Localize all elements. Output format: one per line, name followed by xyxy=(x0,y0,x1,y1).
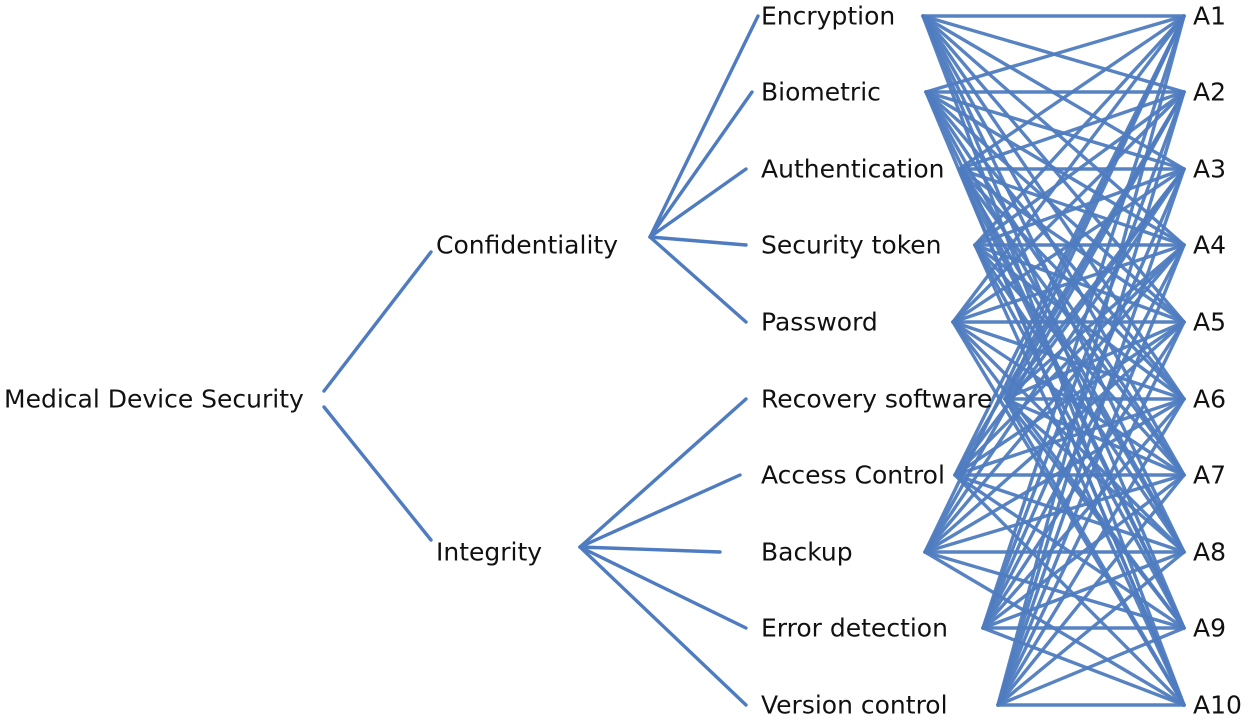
edge-version-control-a6 xyxy=(996,397,1186,707)
alternative-label-a8: A8 xyxy=(1193,538,1226,567)
edge-error-detection-a3 xyxy=(981,167,1186,630)
criterion-label-error-detection: Error detection xyxy=(761,614,948,643)
alternative-label-a6: A6 xyxy=(1193,385,1226,414)
edge-authentication-a2 xyxy=(957,90,1186,171)
edge-integrity-access-control xyxy=(578,473,742,549)
edge-layer xyxy=(322,14,1186,707)
criterion-label-biometric: Biometric xyxy=(761,78,881,107)
alternative-label-a10: A10 xyxy=(1193,691,1242,720)
criterion-label-recovery-software: Recovery software xyxy=(761,385,992,414)
alternative-label-a4: A4 xyxy=(1193,231,1226,260)
alternative-label-a3: A3 xyxy=(1193,155,1226,184)
edge-error-detection-a6 xyxy=(981,397,1186,630)
edge-access-control-a8 xyxy=(953,473,1186,554)
edge-version-control-a3 xyxy=(996,167,1186,707)
edge-recovery-software-a4 xyxy=(1003,243,1186,401)
edge-confidentiality-security-token xyxy=(648,235,748,247)
edge-biometric-a1 xyxy=(924,14,1186,94)
alternative-label-a5: A5 xyxy=(1193,308,1226,337)
edge-confidentiality-encryption xyxy=(648,14,760,239)
edge-error-detection-a5 xyxy=(981,320,1186,630)
alternative-label-a2: A2 xyxy=(1193,78,1226,107)
criterion-label-version-control: Version control xyxy=(761,691,948,720)
edge-version-control-a9 xyxy=(996,626,1186,707)
edge-biometric-a3 xyxy=(924,90,1186,171)
alternative-label-a9: A9 xyxy=(1193,614,1226,643)
criterion-label-access-control: Access Control xyxy=(761,461,945,490)
edge-root-confidentiality xyxy=(322,250,433,393)
alternative-label-a1: A1 xyxy=(1193,2,1226,31)
edge-error-detection-a8 xyxy=(981,550,1186,630)
edge-version-control-a5 xyxy=(996,320,1186,707)
edge-version-control-a7 xyxy=(996,473,1186,707)
edge-recovery-software-a7 xyxy=(1003,397,1186,477)
edge-integrity-recovery-software xyxy=(578,397,748,549)
edge-version-control-a4 xyxy=(996,243,1186,707)
edge-error-detection-a7 xyxy=(981,473,1186,630)
edge-error-detection-a2 xyxy=(981,90,1186,630)
category-label-integrity: Integrity xyxy=(436,538,542,567)
edge-error-detection-a4 xyxy=(981,243,1186,630)
edge-authentication-a1 xyxy=(957,14,1186,171)
edge-password-a1 xyxy=(951,14,1186,324)
label-layer: Medical Device Security Confidentiality … xyxy=(4,2,1242,720)
edge-version-control-a8 xyxy=(996,550,1186,707)
criterion-label-password: Password xyxy=(761,308,878,337)
edge-recovery-software-a9 xyxy=(1003,397,1186,630)
edge-error-detection-a1 xyxy=(981,14,1186,630)
edge-authentication-a4 xyxy=(957,167,1186,247)
edge-backup-a1 xyxy=(923,14,1186,554)
edge-backup-a6 xyxy=(923,397,1186,554)
category-label-confidentiality: Confidentiality xyxy=(436,231,618,260)
edge-root-integrity xyxy=(322,405,433,542)
edge-recovery-software-a5 xyxy=(1003,320,1186,401)
edge-security-token-a1 xyxy=(973,14,1186,247)
edge-integrity-error-detection xyxy=(578,545,748,630)
root-label: Medical Device Security xyxy=(4,385,304,414)
criterion-label-encryption: Encryption xyxy=(761,2,895,31)
edge-backup-a2 xyxy=(923,90,1186,554)
edge-confidentiality-biometric xyxy=(648,90,754,239)
alternative-label-a7: A7 xyxy=(1193,461,1226,490)
edge-version-control-a2 xyxy=(996,90,1186,707)
criterion-label-authentication: Authentication xyxy=(761,155,945,184)
edge-version-control-a1 xyxy=(996,14,1186,707)
edge-confidentiality-authentication xyxy=(648,167,748,239)
criterion-label-backup: Backup xyxy=(761,538,853,567)
edge-integrity-backup xyxy=(578,545,722,554)
criterion-label-security-token: Security token xyxy=(761,231,942,260)
edge-integrity-version-control xyxy=(578,545,748,707)
edge-confidentiality-password xyxy=(648,235,748,324)
